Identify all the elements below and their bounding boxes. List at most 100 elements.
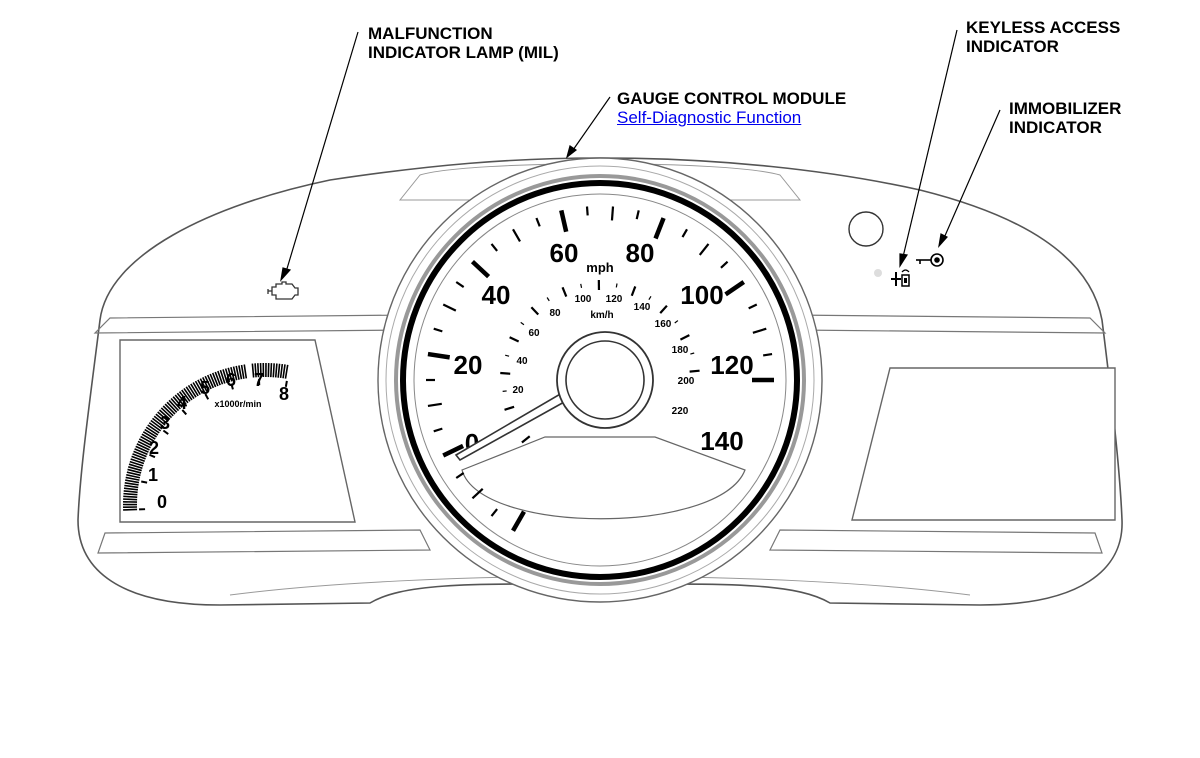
tach-segment	[148, 422, 162, 432]
tach-segment	[129, 460, 144, 467]
tach-segment	[125, 479, 140, 484]
mph-tick	[748, 303, 758, 310]
tach-segment	[235, 365, 240, 380]
tach-segment	[232, 366, 238, 381]
tach-segment	[127, 468, 142, 474]
tach-segment	[172, 396, 183, 408]
mph-tick-marks	[426, 206, 774, 532]
tach-segment	[183, 387, 193, 401]
kmh-tick	[500, 371, 511, 375]
tach-label-7: 7	[254, 370, 264, 390]
tach-segment	[124, 484, 139, 489]
speedometer-hub-inner	[565, 340, 645, 420]
kmh-tick	[690, 352, 695, 355]
mph-tick	[442, 303, 457, 312]
right-display-panel	[851, 367, 1116, 521]
gauge-module-arrowhead	[565, 145, 578, 159]
immobilizer-callout-line2: INDICATOR	[1009, 118, 1102, 137]
tach-segment	[251, 363, 255, 378]
keyless-callout-line2: INDICATOR	[966, 37, 1059, 56]
kmh-label-40: 40	[516, 356, 528, 367]
mph-tick	[433, 427, 443, 433]
warning-lamp-round	[848, 211, 884, 247]
callout-leader-lines	[280, 29, 1001, 282]
tach-segment	[141, 433, 155, 442]
kmh-tick	[615, 283, 618, 288]
lower-trim-band-right	[769, 529, 1103, 554]
tach-segment	[170, 397, 181, 410]
tach-segment	[133, 450, 147, 458]
tach-segment	[162, 405, 174, 417]
engine-check-icon	[267, 281, 299, 300]
tach-label-0: 0	[157, 492, 167, 512]
gauge-module-callout: GAUGE CONTROL MODULE Self-Diagnostic Fun…	[617, 89, 846, 127]
mph-tick	[512, 228, 521, 242]
kmh-label-60: 60	[528, 328, 540, 339]
tach-segment	[137, 440, 151, 449]
mil-leader-line	[285, 31, 359, 273]
mph-label-140: 140	[700, 426, 743, 456]
kmh-tick	[679, 334, 690, 341]
tach-segment	[206, 374, 215, 389]
tach-scale-tick	[230, 383, 234, 390]
tach-label-2: 2	[149, 438, 159, 458]
mil-callout-line1: MALFUNCTION	[368, 24, 493, 43]
tach-segment	[138, 438, 153, 447]
tach-segment	[284, 364, 289, 379]
mph-tick	[585, 206, 589, 216]
kmh-unit-label: km/h	[590, 310, 613, 321]
tach-segment	[230, 366, 236, 381]
gauge-module-leader-line	[572, 96, 611, 151]
tach-segment	[209, 373, 217, 388]
keyless-callout: KEYLESS ACCESS INDICATOR	[966, 18, 1120, 56]
kmh-tick	[674, 320, 679, 324]
tach-segment	[190, 383, 199, 397]
kmh-tick	[659, 304, 668, 314]
mph-tick	[752, 327, 767, 334]
tach-segment	[185, 386, 195, 399]
tach-segment	[123, 490, 138, 494]
kmh-tick	[504, 405, 515, 411]
speedometer-info-window	[461, 436, 746, 520]
mph-label-20: 20	[454, 350, 483, 380]
tach-segment	[176, 392, 187, 405]
tach-segment	[219, 369, 226, 384]
immobilizer-callout-line1: IMMOBILIZER	[1009, 99, 1122, 118]
small-indicator-dot	[874, 269, 882, 277]
kmh-label-100: 100	[575, 294, 592, 305]
tach-segment	[238, 365, 243, 380]
tach-segment	[152, 417, 165, 428]
keyless-access-icon	[891, 269, 910, 287]
tach-segment	[131, 455, 145, 462]
tach-segment	[132, 453, 146, 460]
tach-label-4: 4	[177, 393, 187, 413]
tach-segment	[214, 371, 221, 386]
mph-tick	[635, 210, 640, 220]
kmh-tick	[561, 286, 568, 297]
tach-segment	[222, 369, 228, 383]
gauge-module-title: GAUGE CONTROL MODULE	[617, 89, 847, 108]
tach-segment	[134, 448, 148, 456]
tach-label-8: 8	[279, 384, 289, 404]
mph-label-60: 60	[550, 238, 579, 268]
mph-label-100: 100	[680, 280, 723, 310]
immobilizer-leader-line	[943, 109, 1001, 239]
mph-label-40: 40	[482, 280, 511, 310]
tach-scale-tick	[284, 380, 288, 387]
key-icon	[916, 253, 944, 267]
tach-segment	[270, 363, 273, 378]
tach-segment	[199, 378, 208, 392]
tach-segment	[164, 403, 176, 415]
immobilizer-arrowhead	[938, 233, 948, 248]
tach-segment	[168, 399, 180, 412]
tach-segment	[282, 364, 286, 379]
kmh-tick	[580, 283, 583, 288]
kmh-tick	[520, 321, 525, 326]
kmh-label-200: 200	[678, 376, 695, 387]
kmh-label-180: 180	[672, 345, 689, 356]
tach-segment	[257, 363, 260, 378]
self-diagnostic-link[interactable]: Self-Diagnostic Function	[617, 108, 802, 127]
speedometer-outer-bezel-inner	[385, 165, 815, 595]
speedometer-rim-shadow	[394, 174, 806, 586]
tach-segment	[160, 407, 173, 419]
